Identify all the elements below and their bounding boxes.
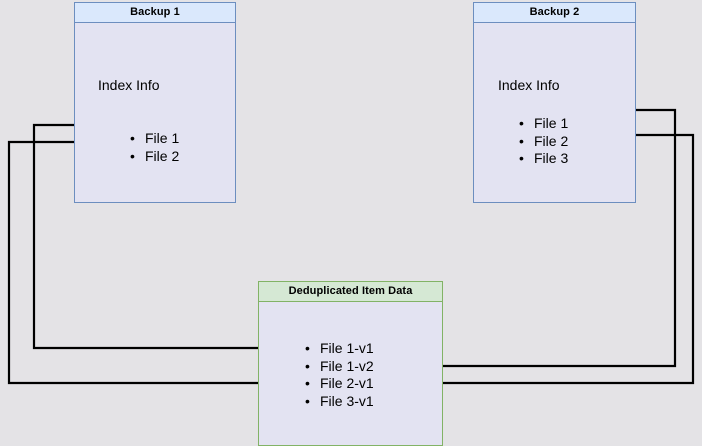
backup2-file-item[interactable]: File 1 (519, 115, 568, 133)
dedup-item[interactable]: File 1-v1 (305, 340, 374, 358)
backup2-file-item[interactable]: File 3 (519, 150, 568, 168)
backup2-file-item[interactable]: File 2 (519, 133, 568, 151)
backup1-title: Backup 1 (75, 3, 235, 23)
dedup-item[interactable]: File 1-v2 (305, 358, 374, 376)
backup2-body: Index Info File 1 File 2 File 3 (474, 23, 635, 202)
backup1-box[interactable]: Backup 1 Index Info File 1 File 2 (74, 2, 236, 203)
backup1-file-item[interactable]: File 1 (130, 130, 179, 148)
dedup-body: File 1-v1 File 1-v2 File 2-v1 File 3-v1 (259, 302, 442, 445)
backup1-file-list: File 1 File 2 (130, 130, 179, 165)
backup1-body: Index Info File 1 File 2 (75, 23, 235, 202)
backup2-title: Backup 2 (474, 3, 635, 23)
dedup-item[interactable]: File 2-v1 (305, 375, 374, 393)
backup1-file-item[interactable]: File 2 (130, 148, 179, 166)
dedup-item-list: File 1-v1 File 1-v2 File 2-v1 File 3-v1 (305, 340, 374, 410)
backup2-file-list: File 1 File 2 File 3 (519, 115, 568, 168)
backup1-index-info-label: Index Info (98, 77, 160, 93)
dedup-item[interactable]: File 3-v1 (305, 393, 374, 411)
backup2-box[interactable]: Backup 2 Index Info File 1 File 2 File 3 (473, 2, 636, 203)
deduplicated-item-data-box[interactable]: Deduplicated Item Data File 1-v1 File 1-… (258, 281, 443, 446)
dedup-title: Deduplicated Item Data (259, 282, 442, 302)
backup2-index-info-label: Index Info (498, 77, 560, 93)
